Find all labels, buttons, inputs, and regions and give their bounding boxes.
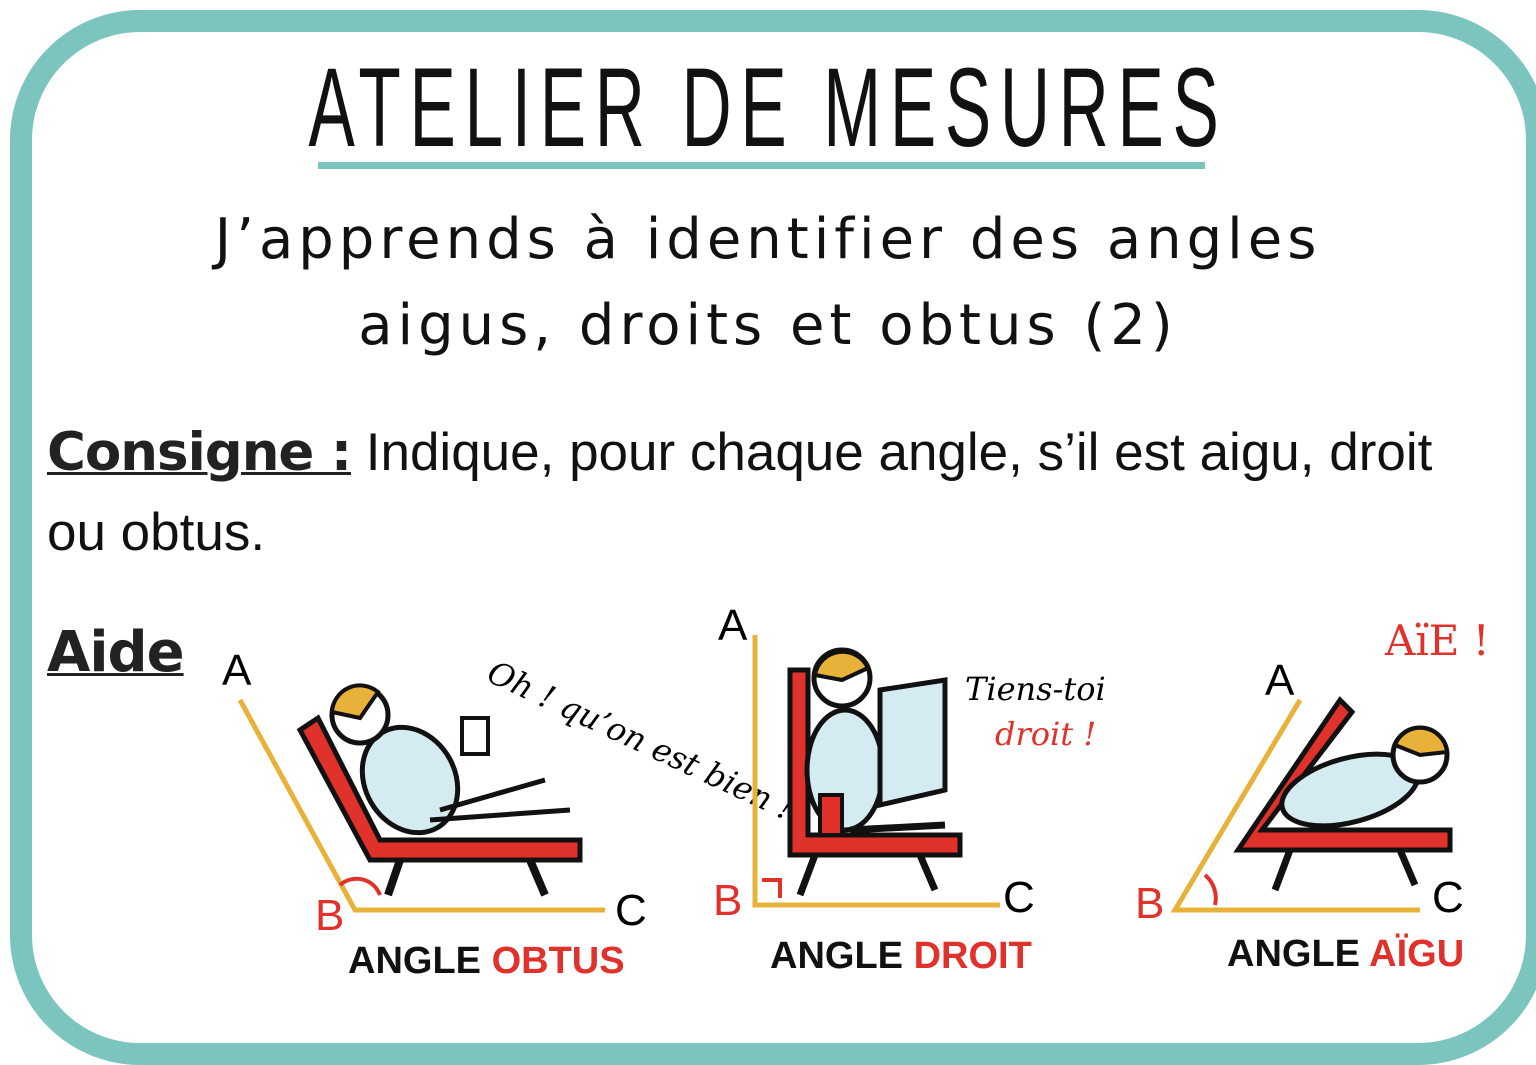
caption-prefix: ANGLE (348, 940, 481, 982)
caption-type: AÏGU (1369, 933, 1465, 975)
instruction-text: Indique, pour chaque angle, s’il est aig… (47, 423, 1433, 562)
speech-bubble-text: Oh ! qu’on est bien ! (482, 653, 800, 828)
caption-acute: ANGLE AÏGU (1227, 933, 1464, 976)
illustration-acute: A B C AïE ! (1135, 616, 1490, 928)
instruction-label: Consigne : (47, 422, 352, 483)
speech-bubble-text-1: Tiens-toi (965, 670, 1106, 708)
caption-right: ANGLE DROIT (770, 935, 1032, 978)
point-b-label: B (1135, 879, 1164, 928)
help-label: Aide (47, 620, 185, 685)
caption-type: DROIT (913, 935, 1032, 977)
point-a-label: A (1265, 656, 1295, 705)
caption-prefix: ANGLE (770, 935, 903, 977)
point-c-label: C (1003, 873, 1035, 922)
speech-bubble-text: AïE ! (1384, 616, 1490, 665)
point-b-label: B (713, 876, 742, 925)
subtitle-line-2: aigus, droits et obtus (2) (358, 293, 1178, 358)
point-c-label: C (1432, 873, 1464, 922)
point-b-label: B (315, 891, 344, 940)
speech-bubble-text-2: droit ! (995, 715, 1096, 753)
caption-prefix: ANGLE (1227, 933, 1360, 975)
instruction: Consigne : Indique, pour chaque angle, s… (47, 413, 1487, 573)
subtitle-line-1: J’apprends à identifier des angles (214, 207, 1322, 272)
title-underline (318, 162, 1205, 169)
caption-type: OBTUS (491, 940, 625, 982)
point-c-label: C (615, 886, 647, 935)
illustration-right: A B C Tiens-toi droit ! (713, 601, 1106, 925)
page-title: ATELIER DE MESURES (308, 45, 1228, 170)
point-a-label: A (718, 601, 748, 650)
caption-obtuse: ANGLE OBTUS (348, 940, 625, 983)
point-a-label: A (222, 646, 252, 695)
